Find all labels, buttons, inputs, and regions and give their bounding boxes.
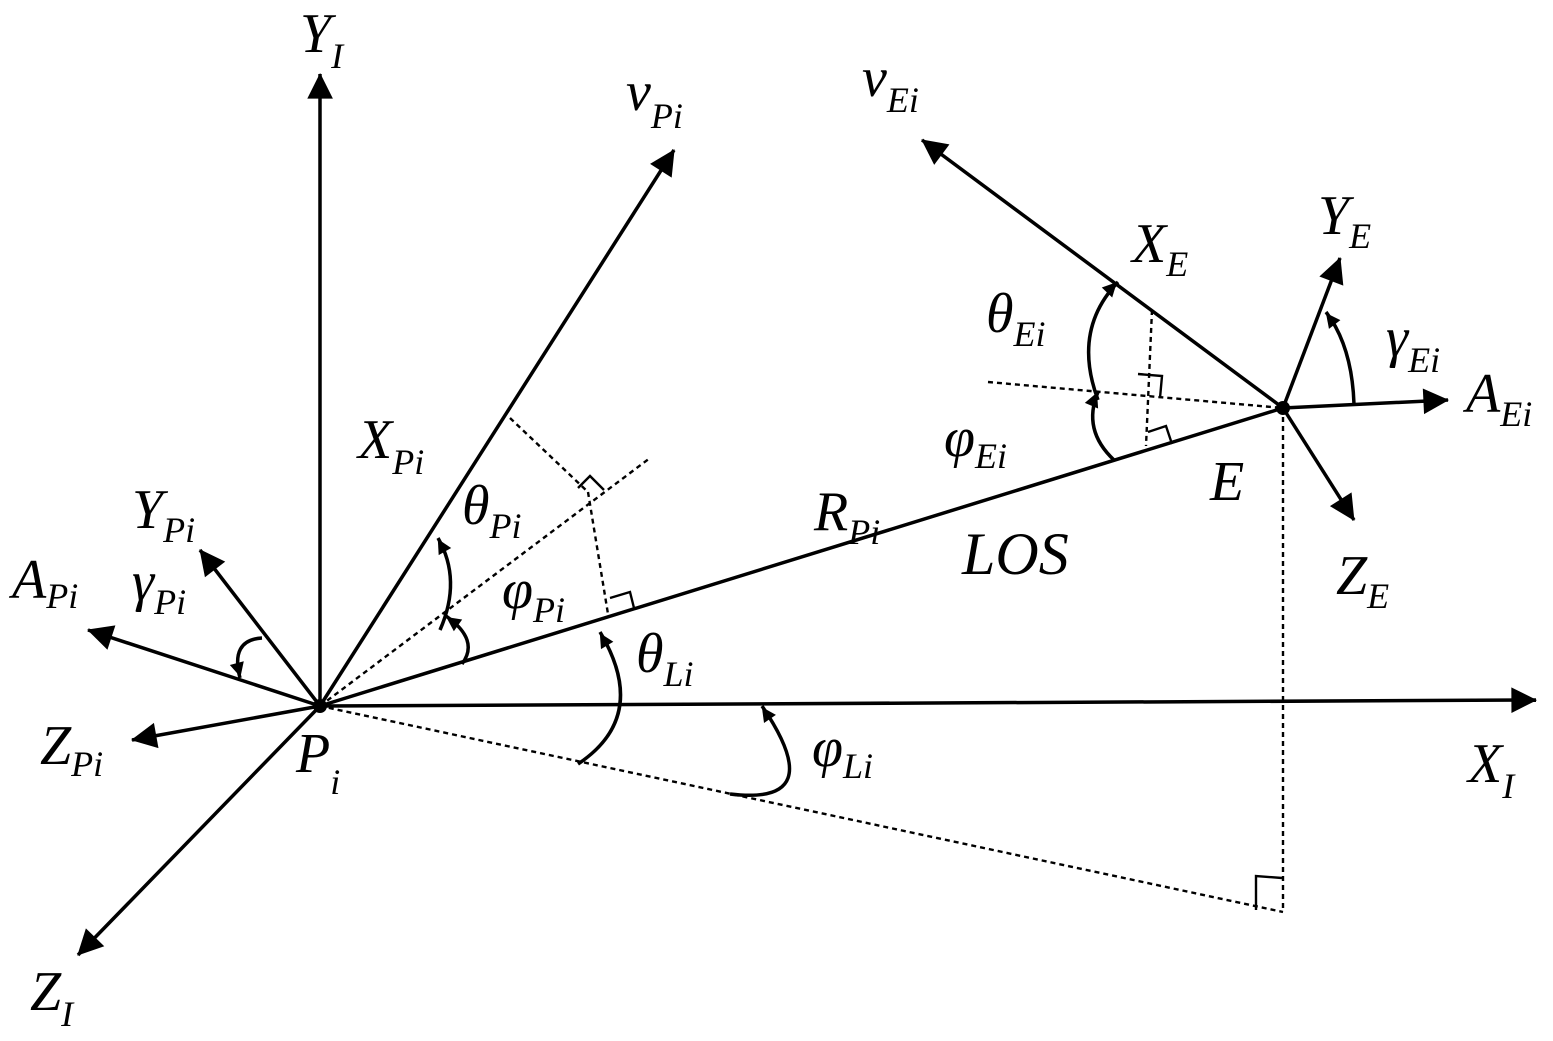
v-evader-vector [920,138,1285,410]
z-inertial-label: ZI [30,961,75,1034]
right-angle-marker-evader-los [1147,424,1174,445]
pursuer-perpendicular-2 [586,491,610,615]
theta-evader-label: θEi [986,283,1046,354]
z-pursuer-label: ZPi [40,715,103,784]
y-pursuer-axis [198,548,322,708]
v-evader-label: vEi [862,47,919,120]
z-evader-label: ZE [1336,545,1389,616]
los-label: LOS [961,521,1069,587]
gamma-evader-label: γEi [1386,307,1440,380]
a-pursuer-axis [87,625,321,708]
a-evader-label: AEi [1462,363,1532,434]
v-pursuer-vector [318,149,676,707]
right-angle-marker-evader-top [1137,372,1164,399]
evader-perpendicular-dotted [1144,309,1154,447]
pursuer-point-label: Pi [295,723,340,802]
phi-los-arc [729,705,792,797]
gamma-pursuer-arc [229,636,263,679]
evader-point-label: E [1209,451,1244,513]
gamma-pursuer-label: γPi [132,551,186,622]
evader-horizontal-dotted [987,380,1284,410]
z-pursuer-axis [131,704,321,749]
z-inertial-axis [76,704,322,957]
theta-pursuer-label: θPi [462,475,522,546]
range-label: RPi [813,481,880,552]
x-inertial-axis [319,687,1537,714]
x-inertial-label: XI [1466,733,1516,806]
pursuer-point [313,699,327,713]
x-evader-label: XE [1130,213,1188,284]
pursuer-bisector-dotted [319,457,651,707]
theta-pursuer-arc [436,537,453,631]
gamma-evader-arc [1324,310,1356,405]
los-line [319,406,1284,708]
x-pursuer-label: XPi [356,409,424,482]
a-pursuer-label: APi [8,549,78,616]
phi-los-label: φLi [812,717,873,786]
ground-projection-dotted [319,704,1284,914]
a-evader-axis [1282,388,1449,415]
right-angle-marker-pursuer-top [577,474,605,491]
phi-pursuer-label: φPi [502,559,565,630]
y-evader-axis [1281,257,1344,409]
pursuer-perpendicular-1 [509,417,589,493]
z-evader-axis [1281,407,1356,521]
y-inertial-label: YI [300,3,345,76]
v-pursuer-label: vPi [626,61,683,136]
right-angle-marker-ground [1254,874,1283,910]
theta-los-label: θLi [636,623,694,694]
theta-los-arc [577,631,623,766]
phi-evader-label: φEi [944,407,1007,476]
phi-evader-arc [1084,391,1116,462]
right-angle-marker-pursuer-los [609,590,636,609]
evader-point [1276,401,1290,415]
y-pursuer-label: YPi [132,479,195,550]
y-evader-label: YE [1318,185,1371,256]
phi-pursuer-arc [444,614,470,666]
theta-evader-arc [1086,280,1120,401]
